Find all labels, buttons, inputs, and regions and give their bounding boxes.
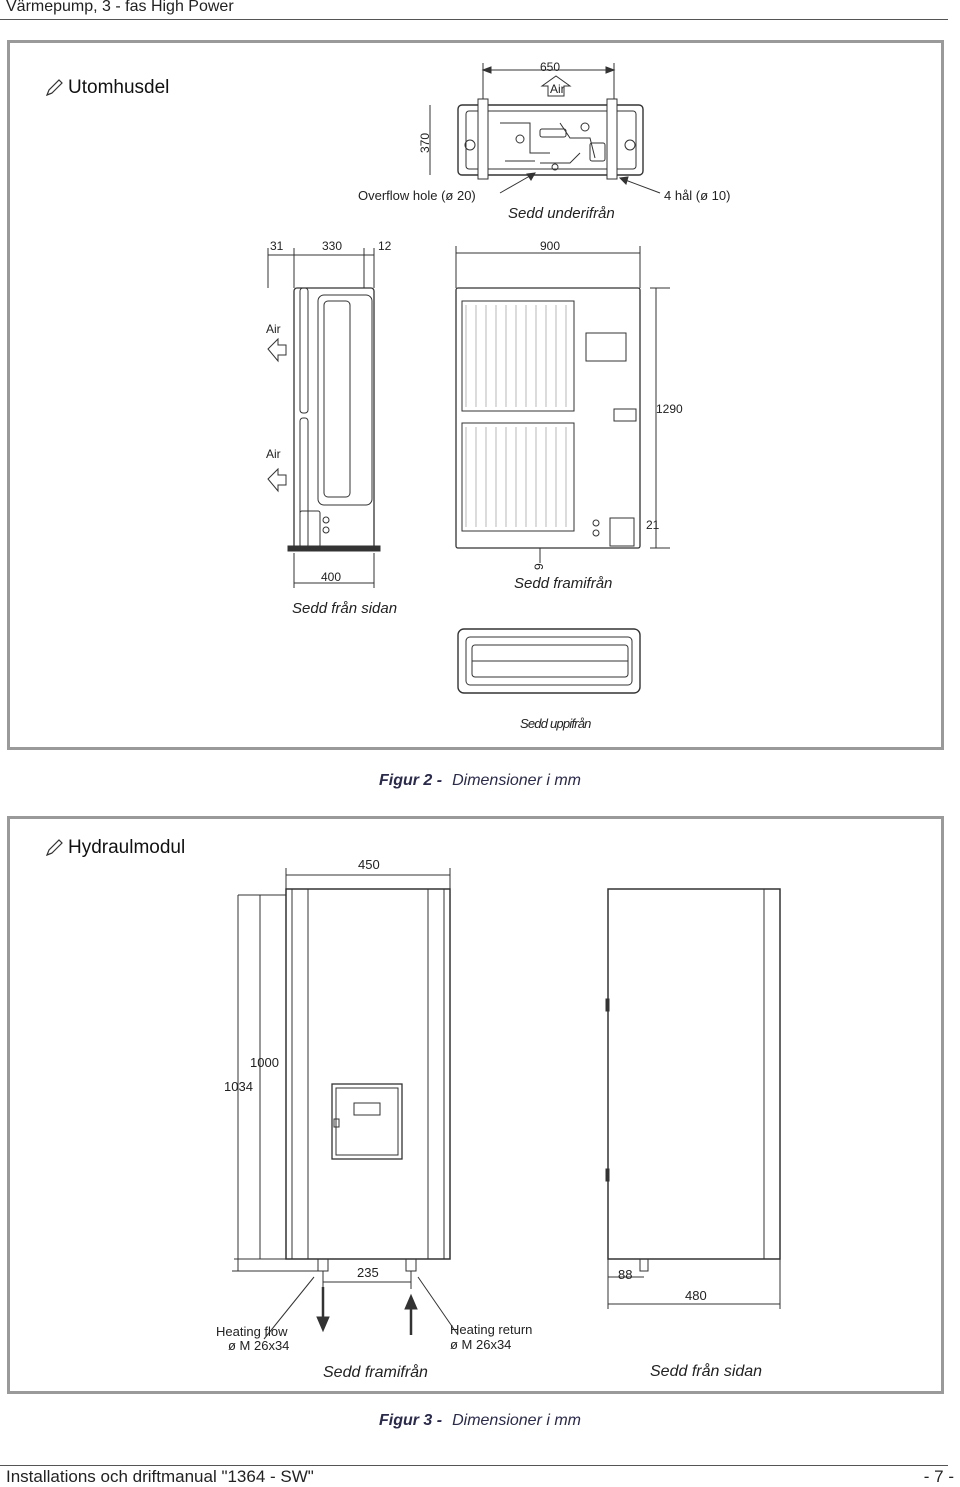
footer-manual-title: Installations och driftmanual "1364 - SW… xyxy=(6,1467,314,1486)
dim-side-a: 31 xyxy=(270,239,284,253)
view-side-label: Sedd från sidan xyxy=(292,600,397,617)
hydro-front-view xyxy=(232,868,459,1340)
panel-title-text: Hydraulmodul xyxy=(68,837,186,858)
panel-title-outdoor: Utomhusdel xyxy=(44,77,169,99)
front-view xyxy=(455,246,670,563)
hydro-view-side-label: Sedd från sidan xyxy=(650,1362,762,1380)
header-title: Värmepump, 3 - fas High Power xyxy=(6,0,234,15)
dim-pipe-spacing: 235 xyxy=(357,1265,379,1280)
return-label-2: ø M 26x34 xyxy=(450,1337,511,1352)
dim-width: 450 xyxy=(358,857,380,872)
overflow-label: Overflow hole (ø 20) xyxy=(358,188,476,203)
pencil-icon xyxy=(45,839,63,857)
figure-hydraulic-module: Hydraulmodul xyxy=(7,816,944,1394)
caption-3-text: Dimensioner i mm xyxy=(452,1412,582,1429)
bottom-view xyxy=(429,63,661,194)
caption-2-text: Dimensioner i mm xyxy=(452,772,582,789)
flow-label-2: ø M 26x34 xyxy=(228,1338,289,1353)
figure-outdoor-unit: Utomhusdel xyxy=(7,40,944,750)
view-front-label: Sedd framifrån xyxy=(514,575,612,592)
footer-rule xyxy=(0,1465,948,1466)
dim-foot: 21 xyxy=(646,518,660,532)
caption-3-number: Figur 3 - xyxy=(378,1412,443,1429)
dim-depth: 480 xyxy=(685,1288,707,1303)
caption-figure-3: Figur 3 - Dimensioner i mm xyxy=(0,1412,960,1430)
panel-title-hydraulic: Hydraulmodul xyxy=(44,837,185,859)
caption-figure-2: Figur 2 - Dimensioner i mm xyxy=(0,772,960,790)
dim-height-inner: 1000 xyxy=(250,1055,279,1070)
dim-top-depth: 370 xyxy=(418,133,432,153)
hydro-side-view xyxy=(605,888,781,1309)
view-top-label: Sedd uppifrån xyxy=(520,716,591,731)
dim-base-offset: 9 xyxy=(532,563,546,570)
top-view xyxy=(457,628,641,694)
dim-side-b: 330 xyxy=(322,239,342,253)
air-label-upper: Air xyxy=(266,322,281,336)
view-bottom-label: Sedd underifrån xyxy=(508,205,615,222)
air-label-lower: Air xyxy=(266,447,281,461)
page-number: - 7 - xyxy=(923,1467,954,1486)
dim-height-outer: 1034 xyxy=(224,1079,253,1094)
air-label-top: Air xyxy=(550,82,565,96)
return-label-1: Heating return xyxy=(450,1322,532,1337)
dim-height: 1290 xyxy=(656,402,683,416)
side-view xyxy=(267,248,381,588)
dim-side-offset: 88 xyxy=(618,1267,632,1282)
dim-front-width: 900 xyxy=(540,239,560,253)
dim-side-depth: 400 xyxy=(321,570,341,584)
panel-title-text: Utomhusdel xyxy=(68,77,170,98)
header-rule xyxy=(0,19,948,20)
outdoor-drawing: 650 Air 370 Overflow hole (ø 20) 4 hål (… xyxy=(266,60,730,731)
dim-side-c: 12 xyxy=(378,239,392,253)
holes-label: 4 hål (ø 10) xyxy=(664,188,730,203)
front-grille xyxy=(465,305,567,527)
pencil-icon xyxy=(45,79,63,97)
caption-2-number: Figur 2 - xyxy=(378,772,443,789)
dim-top-width: 650 xyxy=(540,60,560,74)
hydraulic-drawing: 450 1000 1034 235 Heating flow ø M 26x34… xyxy=(216,857,781,1381)
hydro-view-front-label: Sedd framifrån xyxy=(323,1363,428,1381)
flow-label-1: Heating flow xyxy=(216,1324,288,1339)
